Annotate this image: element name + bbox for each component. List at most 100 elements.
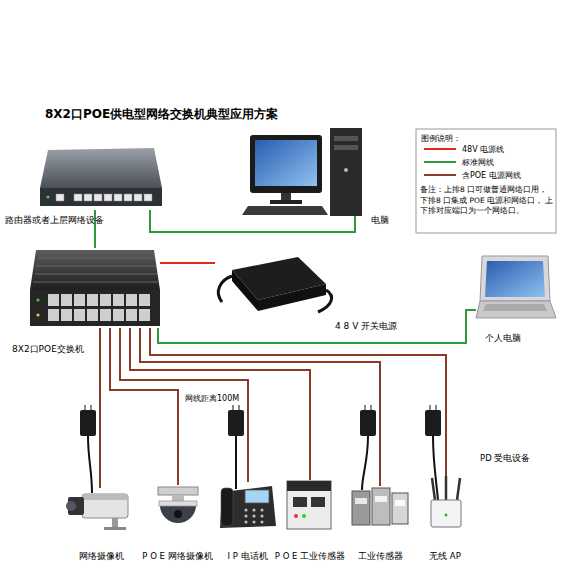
camera-glass xyxy=(66,501,76,511)
phone-body xyxy=(220,486,276,528)
din-module xyxy=(372,488,390,525)
adapter-body xyxy=(425,410,441,436)
device-node: 8X2口POE交换机 xyxy=(30,248,160,328)
switch-port xyxy=(100,294,111,306)
device-label: 网络摄像机 xyxy=(79,552,124,561)
module-label xyxy=(355,498,367,504)
device-node: 路由器或者上层网络设备 xyxy=(38,145,163,210)
monitor-stand xyxy=(281,193,291,200)
switch-rib xyxy=(33,282,158,283)
router-port xyxy=(144,194,152,201)
adapter-prong xyxy=(435,405,437,410)
legend-text: 含POE 电源网线 xyxy=(462,170,521,181)
note-label: PD 受电设备 xyxy=(480,453,530,465)
switch-port xyxy=(113,309,124,321)
power-supply-art xyxy=(218,257,331,312)
ap-body xyxy=(431,500,461,527)
ap-led xyxy=(445,514,448,517)
switch-port xyxy=(61,294,72,306)
laptop-keys xyxy=(483,304,547,311)
adapter-prong xyxy=(429,405,431,410)
laptop-base xyxy=(476,301,556,318)
cable-line xyxy=(130,328,310,480)
psu-cable xyxy=(318,290,332,312)
adapter-prong xyxy=(370,405,372,410)
sensor-port xyxy=(293,497,307,507)
keyboard xyxy=(242,206,328,215)
sensor-led xyxy=(294,514,298,518)
device-label: P O E 工业传感器 xyxy=(275,552,345,561)
wireless-ap-art xyxy=(431,476,461,527)
adapter-cable xyxy=(362,436,368,490)
device-node: 电脑 xyxy=(245,128,365,216)
switch-port xyxy=(126,309,137,321)
ip-phone-art xyxy=(220,486,276,528)
adapter-cable xyxy=(235,436,237,489)
router-port xyxy=(134,194,142,201)
device-node: I P 电话机 xyxy=(220,482,275,527)
router-port xyxy=(104,194,112,201)
switch-port xyxy=(139,309,150,321)
cable-line xyxy=(158,310,476,343)
switch-port xyxy=(126,294,137,306)
drive-slot xyxy=(334,145,358,150)
legend-text: 标准网线 xyxy=(462,157,494,168)
phone-screen xyxy=(245,490,269,503)
module-label xyxy=(375,496,387,502)
router-top xyxy=(40,148,162,188)
diagram-title: 8X2口POE供电型网络交换机典型应用方案 xyxy=(45,106,278,123)
dome-mount xyxy=(158,487,198,495)
adapter-cable xyxy=(88,436,92,493)
switch-front xyxy=(30,290,160,326)
module-label xyxy=(395,500,405,506)
pc-tower xyxy=(330,128,362,216)
sensor-box xyxy=(287,481,331,529)
monitor-base xyxy=(270,200,302,204)
monitor-screen xyxy=(255,140,317,186)
switch-art xyxy=(30,250,160,326)
switch-port xyxy=(139,294,150,306)
device-label: 路由器或者上层网络设备 xyxy=(5,216,104,225)
legend-line xyxy=(424,161,456,163)
pd-adapters xyxy=(80,405,441,500)
din-module xyxy=(352,491,370,525)
router-port xyxy=(94,194,102,201)
adapter-body xyxy=(228,410,244,436)
switch-port xyxy=(48,294,59,306)
switch-port xyxy=(74,294,85,306)
device-label: 4 8 V 开关电源 xyxy=(335,322,397,332)
adapter-prong xyxy=(232,405,234,410)
switch-port xyxy=(48,309,59,321)
power-button xyxy=(344,168,348,172)
sensor-port xyxy=(311,497,325,507)
din-module xyxy=(392,493,408,524)
legend-line xyxy=(424,148,456,150)
phone-key xyxy=(244,514,247,517)
switch-rib xyxy=(36,266,156,267)
device-label: 电脑 xyxy=(371,216,389,226)
switch-port xyxy=(100,309,111,321)
switch-rib xyxy=(38,258,155,259)
device-node: 个人电脑 xyxy=(476,255,556,320)
drive-slot xyxy=(334,136,358,141)
industrial-sensor-art xyxy=(352,488,408,525)
dome-ring xyxy=(159,501,197,506)
laptop-art xyxy=(476,256,556,318)
phone-key xyxy=(260,514,263,517)
device-node: 无线 AP xyxy=(425,478,465,528)
note-label: 网线距离100M xyxy=(185,393,239,404)
adapter-prong xyxy=(90,405,92,410)
camera-body xyxy=(82,494,128,518)
sensor-led xyxy=(302,514,306,518)
switch-led xyxy=(36,313,39,316)
dome-lens xyxy=(174,510,182,518)
router-port xyxy=(74,194,82,201)
legend-text: 48V 电源线 xyxy=(462,144,504,155)
laptop-screen xyxy=(485,261,545,297)
cable-line xyxy=(150,328,446,478)
switch-port xyxy=(87,294,98,306)
phone-key xyxy=(244,520,247,523)
phone-key xyxy=(244,508,247,511)
phone-handset xyxy=(221,488,233,526)
